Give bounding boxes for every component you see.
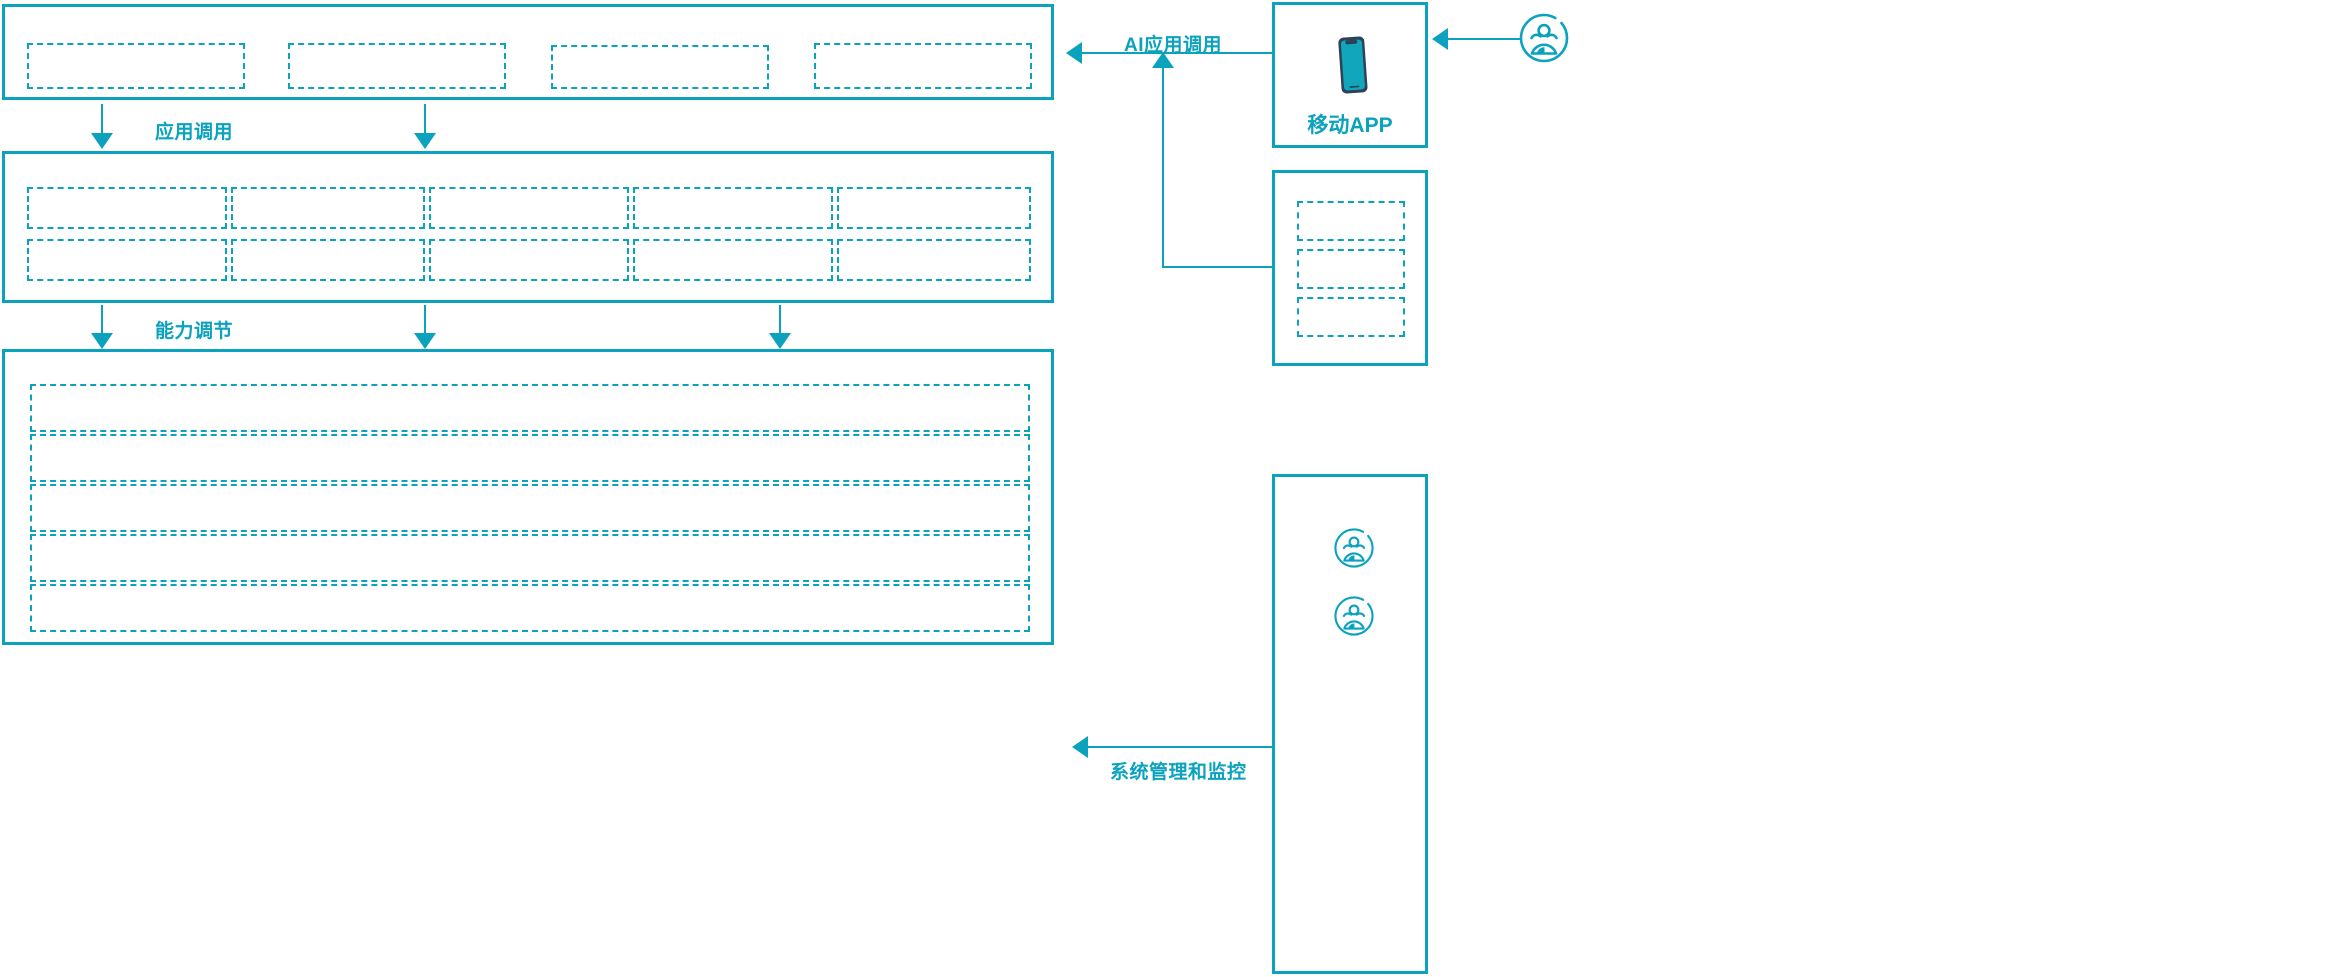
ai-app-call-arrowhead (1066, 42, 1082, 64)
capability-slot[interactable] (231, 239, 425, 281)
users-group-icon (1333, 595, 1375, 637)
users-group-icon (1333, 527, 1375, 569)
app-call-label: 应用调用 (155, 122, 234, 143)
platform-strip[interactable] (30, 434, 1030, 482)
capability-adjust-connector-3 (779, 305, 781, 337)
capability-slot[interactable] (837, 239, 1031, 281)
app-call-arrowhead-right (414, 133, 436, 149)
capability-adjust-arrowhead-3 (769, 333, 791, 349)
capability-slot[interactable] (231, 187, 425, 229)
ai-app-call-riser-base (1162, 266, 1272, 268)
service-list-item[interactable] (1297, 249, 1405, 289)
ai-app-call-riser-arrowhead (1152, 52, 1174, 68)
ai-app-call-riser (1162, 68, 1164, 268)
app-call-connector-left (101, 104, 103, 137)
capability-slot[interactable] (429, 187, 629, 229)
capability-adjust-arrowhead-2 (414, 333, 436, 349)
platform-strip[interactable] (30, 534, 1030, 582)
app-call-arrowhead-left (91, 133, 113, 149)
system-monitor-line (1088, 746, 1272, 748)
capability-slot[interactable] (429, 239, 629, 281)
platform-strip[interactable] (30, 584, 1030, 632)
users-group-icon (1518, 12, 1570, 64)
application-slot[interactable] (551, 45, 769, 89)
capability-slot[interactable] (633, 187, 833, 229)
service-list-card[interactable] (1272, 170, 1428, 366)
system-monitor-label: 系统管理和监控 (1110, 762, 1247, 783)
capability-layer-panel (2, 151, 1054, 303)
operators-card[interactable] (1272, 474, 1428, 974)
capability-adjust-connector-2 (424, 305, 426, 337)
mobile-app-feed-line (1250, 52, 1272, 54)
mobile-app-label: 移动APP (1307, 114, 1393, 137)
system-monitor-arrowhead (1072, 736, 1088, 758)
app-call-connector-right (424, 104, 426, 137)
capability-slot[interactable] (27, 239, 227, 281)
smartphone-icon (1331, 33, 1375, 99)
capability-adjust-connector-1 (101, 305, 103, 337)
platform-layer-panel (2, 349, 1054, 645)
application-layer-panel (2, 4, 1054, 100)
capability-slot[interactable] (27, 187, 227, 229)
application-slot[interactable] (27, 43, 245, 89)
capability-adjust-label: 能力调节 (155, 321, 234, 342)
capability-adjust-arrowhead-1 (91, 333, 113, 349)
capability-slot[interactable] (633, 239, 833, 281)
application-slot[interactable] (814, 43, 1032, 89)
external-user-line (1448, 38, 1522, 40)
platform-strip[interactable] (30, 484, 1030, 532)
service-list-item[interactable] (1297, 297, 1405, 337)
service-list-item[interactable] (1297, 201, 1405, 241)
external-user-arrowhead (1432, 28, 1448, 50)
platform-strip[interactable] (30, 384, 1030, 432)
ai-app-call-label: AI应用调用 (1124, 35, 1223, 56)
mobile-app-card[interactable]: 移动APP (1272, 2, 1428, 148)
capability-slot[interactable] (837, 187, 1031, 229)
application-slot[interactable] (288, 43, 506, 89)
